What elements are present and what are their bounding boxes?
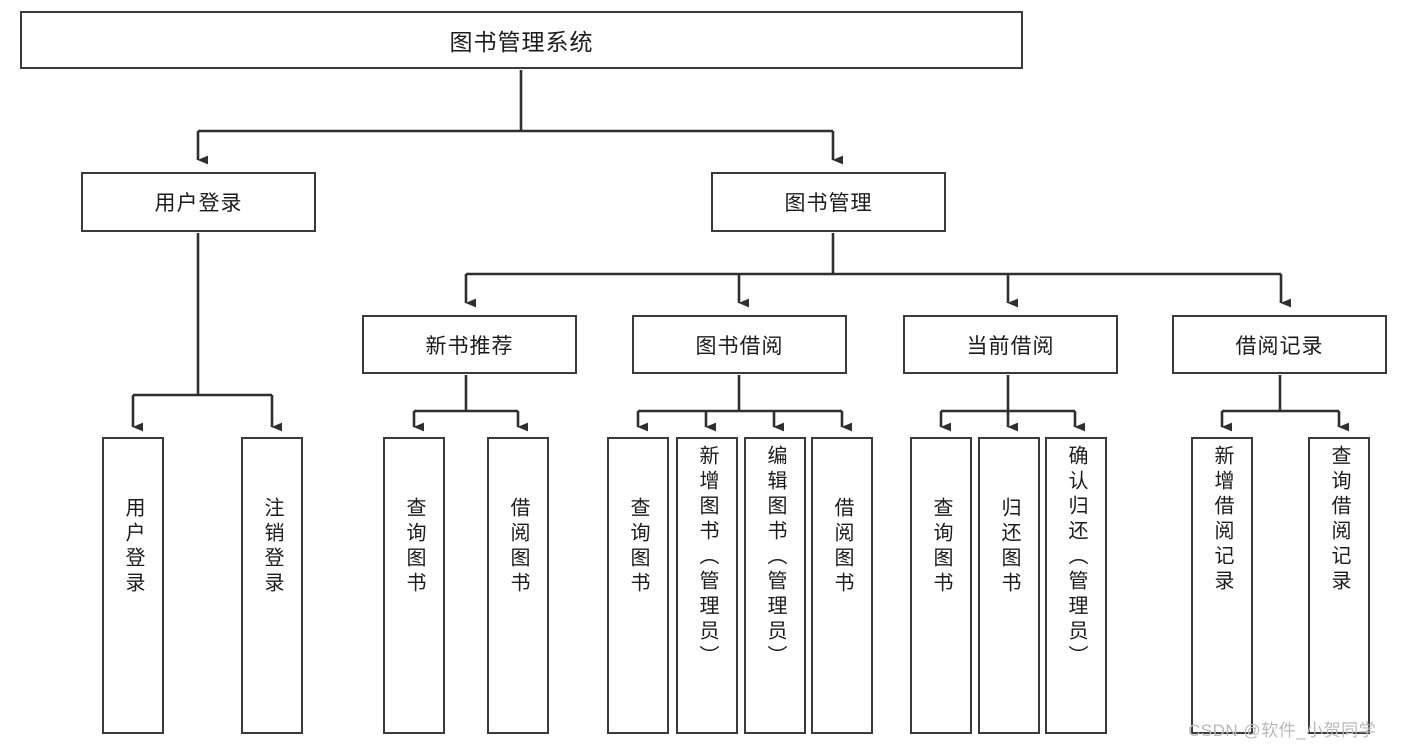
node-label: 归还图书 xyxy=(998,497,1020,597)
node-label: 查询图书 xyxy=(930,497,952,597)
node-label: 查询借阅记录 xyxy=(1328,445,1350,595)
node-leaf-return-book[interactable]: 归还图书 xyxy=(978,437,1040,734)
node-label: 用户登录 xyxy=(122,497,144,597)
node-label: 图书借阅 xyxy=(695,334,784,358)
node-leaf-user-login[interactable]: 用户登录 xyxy=(102,437,164,734)
node-leaf-query-record[interactable]: 查询借阅记录 xyxy=(1308,437,1370,734)
node-leaf-add-record[interactable]: 新增借阅记录 xyxy=(1191,437,1253,734)
node-leaf-borrow-book-2[interactable]: 借阅图书 xyxy=(811,437,873,734)
node-label: 新增借阅记录 xyxy=(1211,445,1233,595)
csdn-watermark: CSDN @软件_小贺同学 xyxy=(1188,721,1377,740)
node-book-borrow[interactable]: 图书借阅 xyxy=(632,315,847,374)
node-leaf-borrow-book-1[interactable]: 借阅图书 xyxy=(487,437,549,734)
node-label: 查询图书 xyxy=(403,497,425,597)
node-borrow-record[interactable]: 借阅记录 xyxy=(1172,315,1387,374)
node-book-manage[interactable]: 图书管理 xyxy=(711,172,946,232)
node-label: 借阅图书 xyxy=(831,497,853,597)
node-label: 注销登录 xyxy=(261,497,283,597)
node-leaf-query-book-1[interactable]: 查询图书 xyxy=(383,437,445,734)
node-label: 图书管理系统 xyxy=(449,29,594,55)
node-label: 图书管理 xyxy=(784,192,873,215)
node-leaf-query-book-3[interactable]: 查询图书 xyxy=(910,437,972,734)
node-leaf-add-book[interactable]: 新增图书（管理员） xyxy=(676,437,738,734)
node-leaf-confirm-return[interactable]: 确认归还（管理员） xyxy=(1045,437,1107,734)
node-label: 新增图书（管理员） xyxy=(696,445,718,670)
node-current-borrow[interactable]: 当前借阅 xyxy=(903,315,1118,374)
node-label: 新书推荐 xyxy=(425,334,514,358)
node-new-book-recommend[interactable]: 新书推荐 xyxy=(362,315,577,374)
node-label: 用户登录 xyxy=(154,192,243,215)
node-label: 查询图书 xyxy=(627,497,649,597)
node-leaf-user-logout[interactable]: 注销登录 xyxy=(241,437,303,734)
node-leaf-edit-book[interactable]: 编辑图书（管理员） xyxy=(744,437,806,734)
node-label: 借阅图书 xyxy=(507,497,529,597)
node-user-login[interactable]: 用户登录 xyxy=(81,172,316,232)
node-label: 编辑图书（管理员） xyxy=(764,445,786,670)
node-leaf-query-book-2[interactable]: 查询图书 xyxy=(607,437,669,734)
node-label: 当前借阅 xyxy=(966,334,1055,358)
node-label: 确认归还（管理员） xyxy=(1065,445,1087,670)
node-root-system[interactable]: 图书管理系统 xyxy=(20,11,1023,69)
node-label: 借阅记录 xyxy=(1235,334,1324,358)
